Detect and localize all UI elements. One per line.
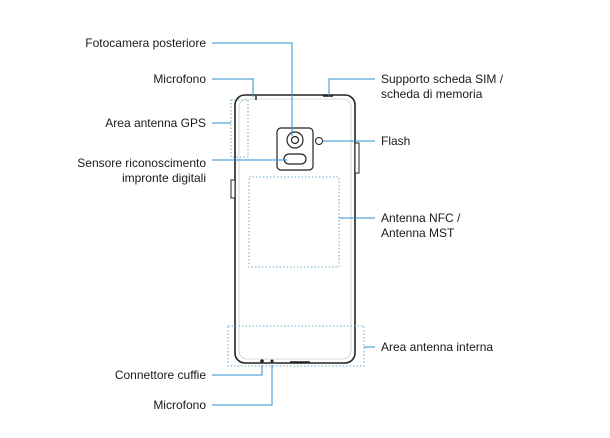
label-flash: Flash (381, 134, 411, 148)
label-fotocamera: Fotocamera posteriore (85, 36, 206, 50)
side-button-right (354, 142, 360, 174)
label-sensore-line1: Sensore riconoscimento (77, 156, 206, 170)
label-nfc-line2: Antenna MST (381, 226, 455, 240)
leader-sim (328, 78, 375, 97)
phone-body (234, 94, 356, 364)
bottom-mic-hole (270, 359, 274, 363)
leader-lines (212, 42, 375, 406)
label-microfono-bottom: Microfono (153, 398, 206, 412)
side-button-left (230, 179, 236, 199)
label-cuffie: Connettore cuffie (114, 368, 206, 382)
headphone-jack (260, 359, 264, 363)
leader-cuffie (212, 365, 263, 376)
leader-microfono-bottom (212, 365, 273, 406)
flash-led (315, 137, 323, 145)
leader-fotocamera (212, 42, 293, 136)
leader-microfono-top (212, 78, 254, 97)
label-sim-line1: Supporto scheda SIM / (381, 72, 504, 86)
nfc-area (248, 176, 340, 268)
camera-lens-inner (290, 135, 300, 145)
label-microfono-top: Microfono (153, 72, 206, 86)
fingerprint-sensor (283, 153, 307, 165)
label-sensore-line2: impronte digitali (121, 171, 206, 185)
internal-antenna-area (227, 325, 365, 367)
label-gps: Area antenna GPS (105, 116, 206, 130)
phone-inner-edge (238, 98, 352, 360)
label-sim-line2: scheda di memoria (381, 87, 483, 101)
label-nfc-line1: Antenna NFC / (381, 211, 461, 225)
label-interna: Area antenna interna (381, 340, 494, 354)
gps-area (230, 99, 249, 158)
